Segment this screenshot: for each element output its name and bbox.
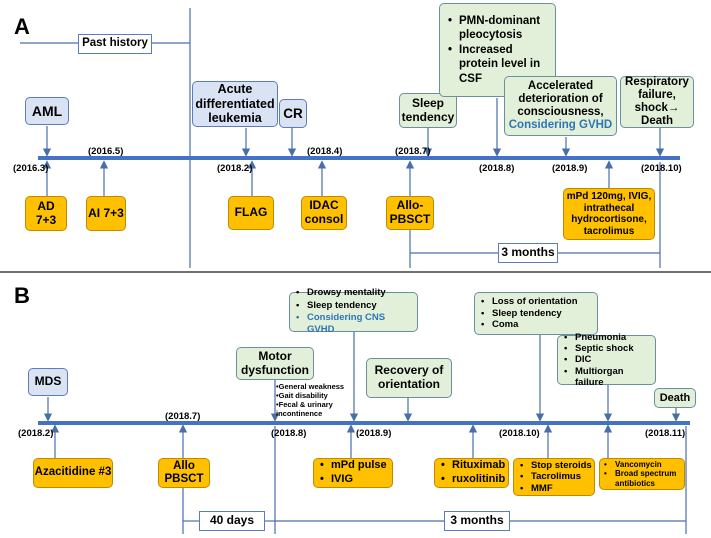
motor-note: •General weakness xyxy=(276,382,345,391)
date-label: (2018.10) xyxy=(499,428,540,439)
date-label: (2018.8) xyxy=(271,428,307,439)
event-loss-orientation: Loss of orientation Sleep tendency Coma xyxy=(474,292,598,335)
loss-item: Sleep tendency xyxy=(481,308,578,320)
rituximab-item: ruxolitinib xyxy=(441,473,505,487)
date-label: (2018.2) xyxy=(18,428,54,439)
date-label: (2018.7) xyxy=(165,411,201,422)
date-label: (2018.7) xyxy=(395,146,431,157)
date-label: (2018.8) xyxy=(479,163,515,174)
event-pneumonia: Pneumonia Septic shock DIC Multiorgan fa… xyxy=(557,332,656,388)
mpd-item: mPd pulse xyxy=(320,459,387,473)
drowsy-item: Drowsy mentality xyxy=(296,287,411,300)
event-mds: MDS xyxy=(28,368,68,396)
csf-item: PMN-dominant pleocytosis xyxy=(448,14,547,43)
drowsy-gvhd-item: Considering CNS GVHD xyxy=(296,312,411,337)
motor-note: •Gait disability xyxy=(276,391,328,400)
stop-item: Stop steroids xyxy=(520,460,592,472)
event-death: Death xyxy=(654,388,696,408)
date-label: (2018.4) xyxy=(307,146,343,157)
rituximab-item: Rituximab xyxy=(441,459,505,473)
treatment-stop-steroids: Stop steroids Tacrolimus MMF xyxy=(513,458,595,496)
deterioration-text: Accelerated deterioration of consciousne… xyxy=(517,79,604,118)
treatment-allo-pbsct-b: Allo PBSCT xyxy=(158,458,210,488)
treatment-idac: IDAC consol xyxy=(301,196,347,230)
vanco-item: Broad spectrum antibiotics xyxy=(604,469,684,488)
connectors-a xyxy=(42,98,665,268)
treatment-mpd-pulse: mPd pulse IVIG xyxy=(313,458,393,488)
treatment-azacitidine: Azacitidine #3 xyxy=(33,458,113,488)
stop-item: Tacrolimus xyxy=(520,471,592,483)
drowsy-item: Sleep tendency xyxy=(296,300,411,313)
pneumonia-item: Pneumonia xyxy=(564,332,649,344)
duration-a: 3 months xyxy=(498,243,558,263)
date-label: (2016.5) xyxy=(88,146,124,157)
stop-item: MMF xyxy=(520,483,592,495)
date-label: (2016.3) xyxy=(13,163,49,174)
csf-item: Increased protein level in CSF xyxy=(448,43,547,86)
event-respiratory-failure: Respiratory failure, shock→ Death xyxy=(620,76,694,128)
event-sleep-tendency: Sleep tendency xyxy=(399,93,457,128)
event-aml: AML xyxy=(25,97,69,125)
date-label: (2018.10) xyxy=(641,163,682,174)
pneumonia-item: DIC xyxy=(564,354,649,366)
treatment-vancomycin: Vancomycin Broad spectrum antibiotics xyxy=(599,458,685,490)
event-drowsy: Drowsy mentality Sleep tendency Consider… xyxy=(289,287,418,335)
treatment-ai: AI 7+3 xyxy=(86,196,126,231)
date-label: (2018.11) xyxy=(645,428,686,439)
treatment-flag: FLAG xyxy=(228,196,274,230)
event-cr: CR xyxy=(279,99,307,128)
event-deterioration: Accelerated deterioration of consciousne… xyxy=(504,76,617,136)
mpd-item: IVIG xyxy=(320,473,387,487)
event-motor-dysfunction: Motor dysfunction xyxy=(236,347,314,380)
panel-a-label: A xyxy=(14,14,30,39)
past-history-box: Past history xyxy=(78,34,152,54)
pneumonia-item: Multiorgan failure xyxy=(564,366,649,389)
date-label: (2018.9) xyxy=(552,163,588,174)
motor-note: •Fecal & urinary incontinence xyxy=(276,400,333,418)
treatment-mpd: mPd 120mg, IVIG, intrathecal hydrocortis… xyxy=(563,188,655,240)
vanco-item: Vancomycin xyxy=(604,460,684,470)
deterioration-gvhd-text: Considering GVHD xyxy=(508,119,613,132)
motor-notes: •General weakness •Gait disability •Feca… xyxy=(276,382,356,418)
pneumonia-item: Septic shock xyxy=(564,343,649,355)
duration-b-2: 3 months xyxy=(444,511,510,531)
loss-item: Coma xyxy=(481,319,578,331)
treatment-rituximab: Rituximab ruxolitinib xyxy=(434,458,509,488)
treatment-allo-pbsct: Allo-PBSCT xyxy=(386,196,434,230)
event-recovery: Recovery of orientation xyxy=(366,358,452,398)
duration-b-1: 40 days xyxy=(199,511,265,531)
connectors-b xyxy=(43,332,687,534)
loss-item: Loss of orientation xyxy=(481,296,578,308)
treatment-ad: AD 7+3 xyxy=(25,196,67,231)
date-label: (2018.2) xyxy=(217,163,253,174)
date-label: (2018.9) xyxy=(356,428,392,439)
event-acute-leukemia: Acute differentiated leukemia xyxy=(192,81,278,127)
panel-b-label: B xyxy=(14,283,30,308)
